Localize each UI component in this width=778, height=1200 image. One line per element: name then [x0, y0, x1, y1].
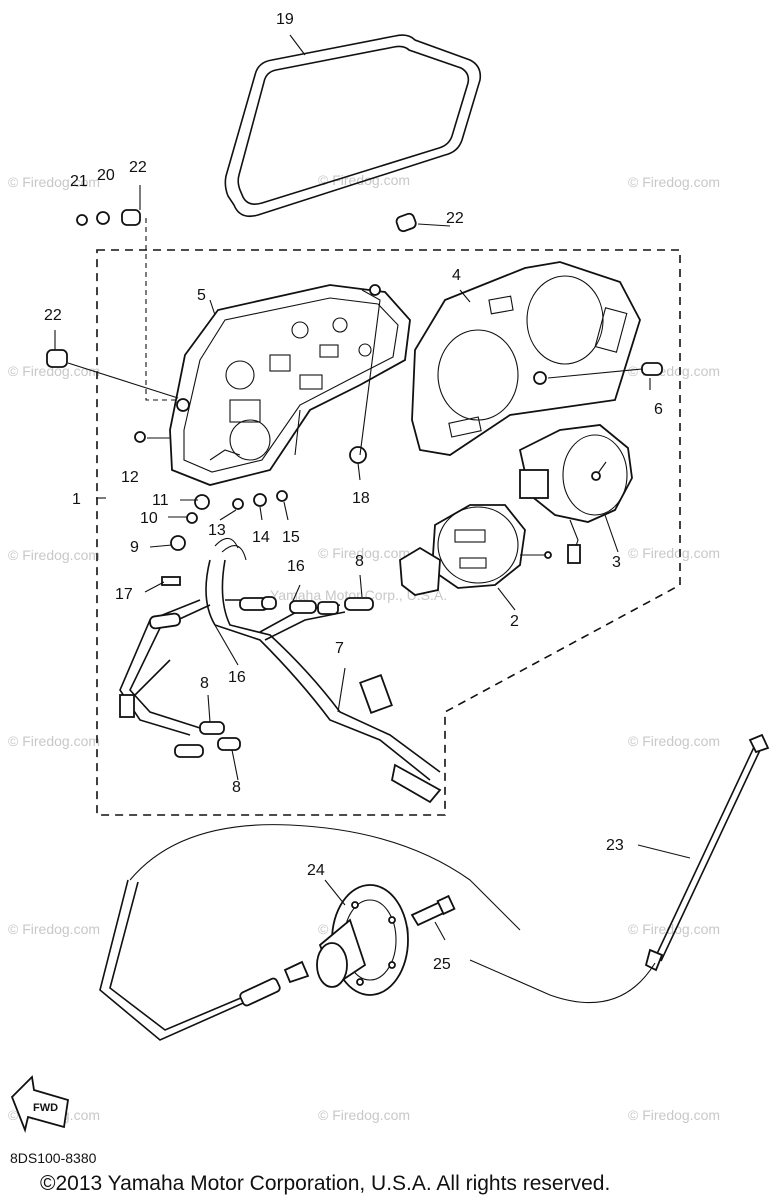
callout-10: 10	[140, 510, 158, 527]
callout-20: 20	[97, 167, 115, 184]
callout-19: 19	[276, 11, 294, 28]
callout-4: 4	[452, 267, 461, 284]
fwd-arrow-icon: FWD	[10, 1075, 70, 1134]
part-2-speedometer	[399, 504, 552, 596]
callout-1: 1	[72, 491, 81, 508]
callout-3: 3	[612, 554, 621, 571]
watermark-text: © Firedog.com	[628, 174, 720, 190]
callout-15: 15	[282, 529, 300, 546]
callout-2: 2	[510, 613, 519, 630]
callout-16: 16	[287, 558, 305, 575]
part-25-bolt	[410, 894, 456, 927]
watermark-text: © Firedog.com	[318, 1107, 410, 1123]
watermark-text: © Firedog.com	[8, 547, 100, 563]
part-5-meter-case	[169, 284, 411, 486]
callout-22: 22	[44, 307, 62, 324]
callout-18: 18	[352, 490, 370, 507]
callout-6: 6	[654, 401, 663, 418]
fwd-label: FWD	[33, 1102, 58, 1114]
callout-8: 8	[200, 675, 209, 692]
callout-14: 14	[252, 529, 270, 546]
callout-24: 24	[307, 862, 325, 879]
bulbs	[149, 596, 374, 758]
watermark-text: © Firedog.com	[628, 1107, 720, 1123]
copyright-notice: ©2013 Yamaha Motor Corporation, U.S.A. A…	[40, 1172, 610, 1195]
part-3-tachometer	[518, 424, 633, 564]
callout-9: 9	[130, 539, 139, 556]
callout-8: 8	[355, 553, 364, 570]
callout-16: 16	[228, 669, 246, 686]
callout-8: 8	[232, 779, 241, 796]
small-parts	[46, 209, 663, 586]
part-code: 8DS100-8380	[10, 1150, 97, 1166]
watermark-text: © Firedog.com	[628, 921, 720, 937]
callout-17: 17	[115, 586, 133, 603]
watermark-text: © Firedog.com	[8, 921, 100, 937]
watermark-text: © Firedog.com	[318, 172, 410, 188]
watermark-text: © Firedog.com	[318, 545, 410, 561]
watermark-text: © Firedog.com	[628, 545, 720, 561]
callout-7: 7	[335, 640, 344, 657]
watermark-text: © Firedog.com	[628, 733, 720, 749]
cable-route	[99, 824, 521, 1041]
callout-11: 11	[152, 492, 169, 509]
callout-22: 22	[129, 159, 147, 176]
callout-23: 23	[606, 837, 624, 854]
callout-12: 12	[121, 469, 139, 486]
callout-5: 5	[197, 287, 206, 304]
callout-22: 22	[446, 210, 464, 227]
callouts: 19 21 20 22 22 22 5 4 6 12 1 11 10 13 14…	[44, 11, 663, 973]
part-19-gasket	[224, 34, 482, 218]
watermark-text: © Firedog.com	[8, 733, 100, 749]
callout-25: 25	[433, 956, 451, 973]
leader-lines	[54, 34, 691, 941]
callout-21: 21	[70, 173, 88, 190]
watermark-faint-text: Yamaha Motor Corp., U.S.A.	[270, 587, 447, 603]
watermark-text: © Firedog.com	[8, 174, 100, 190]
watermark-text: © Firedog.com	[8, 363, 100, 379]
part-4-meter-panel	[411, 261, 641, 456]
callout-13: 13	[208, 522, 226, 539]
part-24-speed-sensor	[316, 884, 409, 996]
part-23-cable	[469, 733, 770, 1004]
